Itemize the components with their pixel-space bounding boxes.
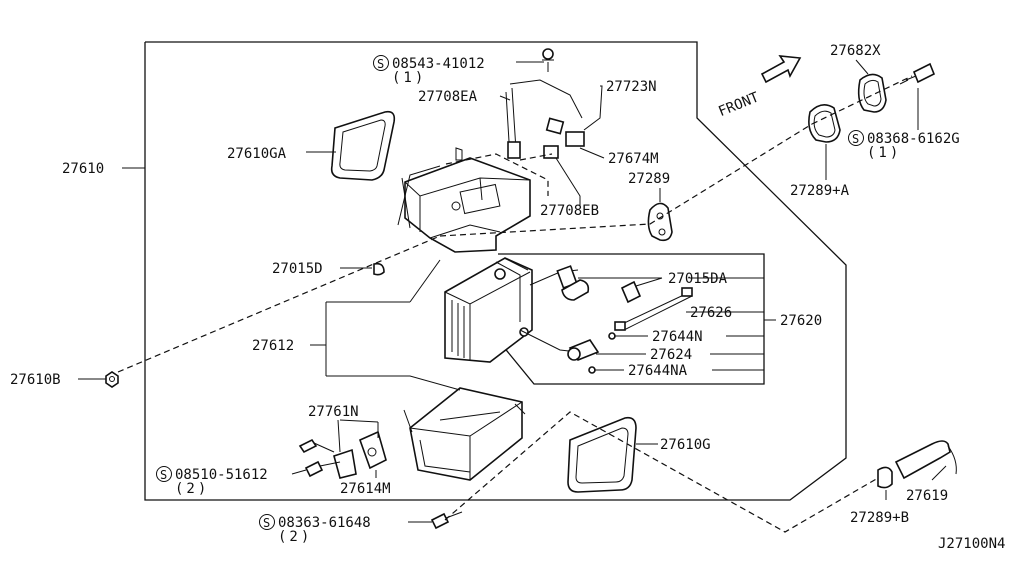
screw-code: 08368-6162G <box>867 131 960 147</box>
label-27626: 27626 <box>690 305 732 321</box>
centerline-1 <box>117 235 441 373</box>
evaporator-core-drawing <box>444 257 579 363</box>
label-27289: 27289 <box>628 171 670 187</box>
label-27610GA: 27610GA <box>227 146 287 162</box>
label-27708EB: 27708EB <box>540 203 599 219</box>
label-27015D: 27015D <box>272 261 323 277</box>
label-27610: 27610 <box>62 161 104 177</box>
label-drawing-code: J27100N4 <box>938 536 1005 552</box>
centerline-2 <box>439 123 813 237</box>
grommet-27289-drawing <box>647 202 673 242</box>
label-27644NA: 27644NA <box>628 363 688 379</box>
label-27015DA: 27015DA <box>668 271 728 287</box>
label-27761N: 27761N <box>308 404 359 420</box>
label-front: FRONT <box>716 89 762 120</box>
label-27708EA: 27708EA <box>418 89 478 105</box>
drain-hose-drawing <box>877 440 957 489</box>
label-27644N: 27644N <box>652 329 703 345</box>
front-direction-arrow <box>760 55 802 84</box>
screw-symbol: S <box>263 516 270 530</box>
leader-lines <box>78 59 947 500</box>
label-27614M: 27614M <box>340 481 391 497</box>
label-27682X: 27682X <box>830 43 881 59</box>
lower-bracket-drawing <box>298 430 463 530</box>
nut-27610B-drawing <box>105 371 119 388</box>
label-27674M: 27674M <box>608 151 659 167</box>
label-27610B: 27610B <box>10 372 61 388</box>
label-27612: 27612 <box>252 338 294 354</box>
screw-symbol: S <box>160 468 167 482</box>
label-27289A: 27289+A <box>790 183 850 199</box>
screw-symbol: S <box>377 57 384 71</box>
screw-qty: (1) <box>392 70 426 86</box>
clip-27015D-drawing <box>373 262 385 276</box>
screw-qty: (1) <box>867 145 901 161</box>
centerline-6 <box>519 153 553 161</box>
seals-upper-right-drawing <box>808 62 936 143</box>
label-27624: 27624 <box>650 347 692 363</box>
screw-callout-3: S 08510-51612 (2) <box>156 466 268 497</box>
screw-code: 08363-61648 <box>278 515 371 531</box>
label-27723N: 27723N <box>606 79 657 95</box>
screw-code: 08543-41012 <box>392 56 485 72</box>
group-box-27620 <box>497 253 765 385</box>
label-27610G: 27610G <box>660 437 711 453</box>
label-27619: 27619 <box>906 488 948 504</box>
screw-qty: (2) <box>278 529 312 545</box>
screw-callout-1: S 08543-41012 (1) <box>373 55 485 86</box>
centerline-5 <box>445 153 549 196</box>
assembly-frame <box>144 41 847 501</box>
screw-leader-3 <box>291 469 307 475</box>
gasket-27610G-drawing <box>567 416 637 493</box>
screw-callout-4: S 08363-61648 (2) <box>259 514 371 545</box>
label-27620: 27620 <box>780 313 822 329</box>
gasket-27610GA-drawing <box>330 110 396 181</box>
lower-case-drawing <box>403 387 526 481</box>
harness-drawing <box>505 48 585 159</box>
screw-callout-2: S 08368-6162G (1) <box>848 130 960 161</box>
centerline-3 <box>811 75 913 125</box>
centerline-4 <box>444 411 879 533</box>
upper-case-drawing <box>397 147 531 253</box>
screw-qty: (2) <box>175 481 209 497</box>
screw-code: 08510-51612 <box>175 467 268 483</box>
label-27289B: 27289+B <box>850 510 909 526</box>
screw-symbol: S <box>852 132 859 146</box>
